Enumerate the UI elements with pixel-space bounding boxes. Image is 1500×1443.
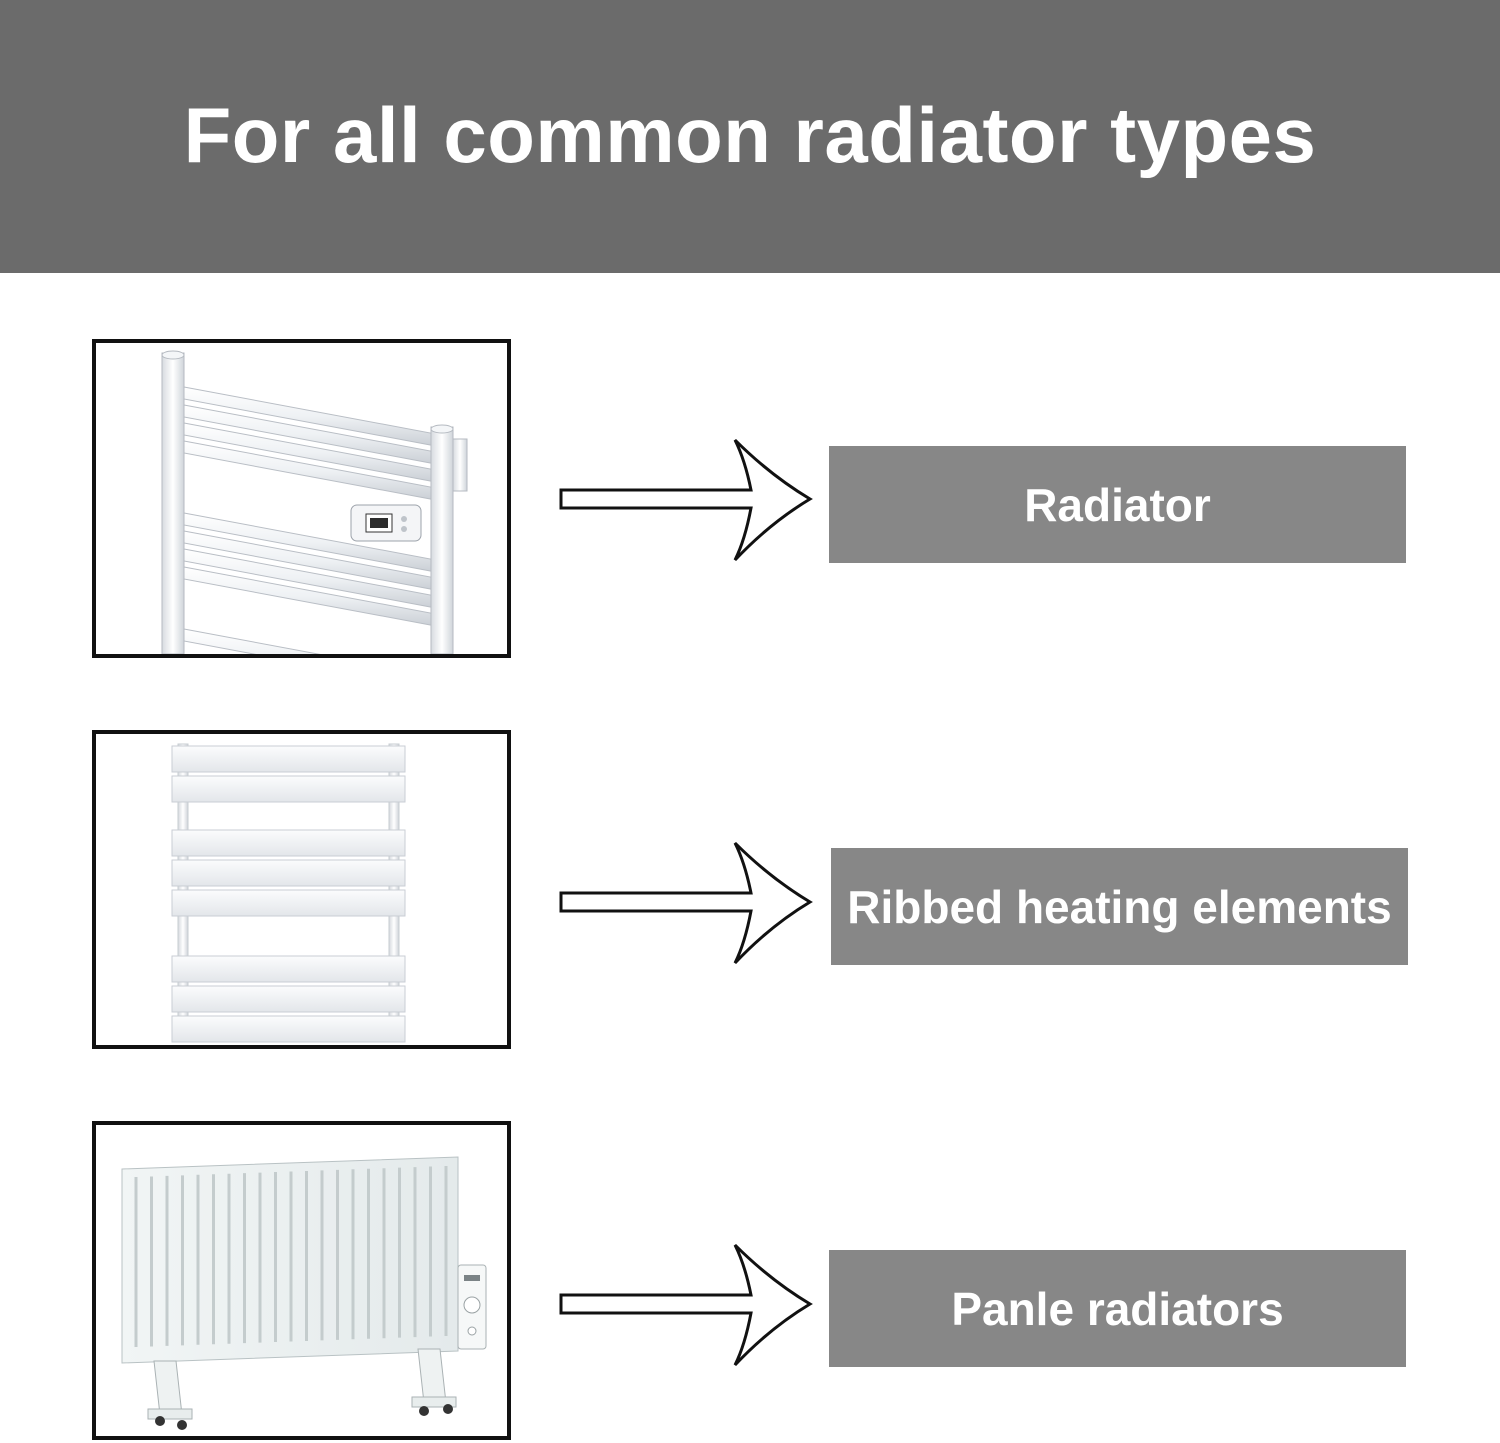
- radiator-label-text: Radiator: [1024, 478, 1211, 531]
- radiator-label: Radiator: [829, 446, 1406, 563]
- ribbed-heating-image-frame: [92, 730, 511, 1049]
- freestanding-panel-radiator-image: [121, 1156, 487, 1430]
- page-title: For all common radiator types: [183, 91, 1317, 179]
- right-arrow-icon: [559, 841, 813, 965]
- ribbed-heating-label: Ribbed heating elements: [831, 848, 1408, 965]
- right-arrow-icon: [559, 1243, 813, 1367]
- towel-rail-radiator-image: [161, 350, 468, 654]
- panel-radiator-label: Panle radiators: [829, 1250, 1406, 1367]
- panel-radiator-label-text: Panle radiators: [951, 1282, 1284, 1335]
- right-arrow-icon: [559, 438, 813, 562]
- panel-radiator-image-frame: [92, 1121, 511, 1440]
- radiator-image-frame: [92, 339, 511, 658]
- flat-panel-towel-radiator-image: [171, 743, 406, 1043]
- header-banner: For all common radiator types: [0, 0, 1500, 273]
- ribbed-heating-label-text: Ribbed heating elements: [847, 880, 1392, 933]
